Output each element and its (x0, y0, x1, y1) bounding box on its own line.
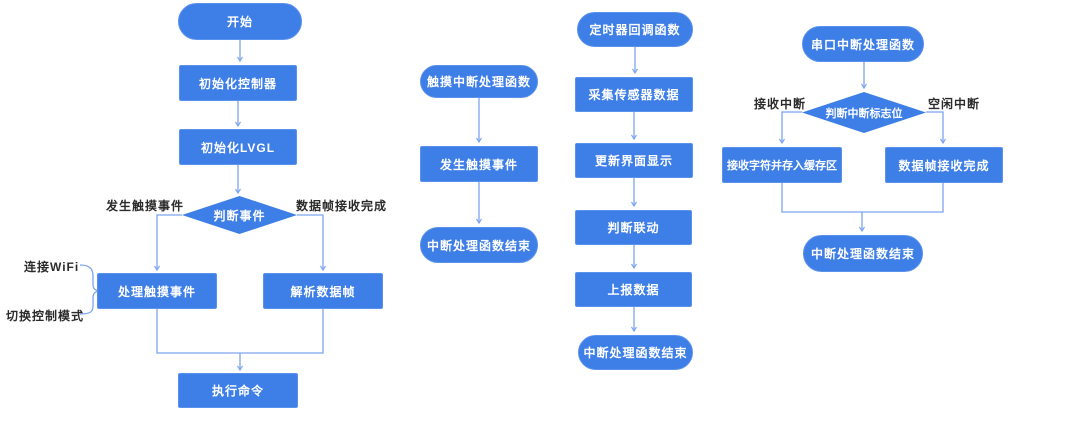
node-recv-char-buffer[interactable]: 接收字符并存入缓存区 (722, 147, 842, 183)
node-touch-isr-title[interactable]: 触摸中断处理函数 (420, 65, 538, 98)
node-init-lvgl[interactable]: 初始化LVGL (179, 129, 297, 165)
label-branch-touch-event: 发生触摸事件 (106, 199, 185, 213)
node-report-data[interactable]: 上报数据 (575, 272, 692, 307)
connector-merge-main (156, 309, 324, 354)
node-timer-title[interactable]: 定时器回调函数 (577, 12, 693, 47)
node-touch-isr-end[interactable]: 中断处理函数结束 (420, 227, 538, 263)
label-connect-wifi: 连接WiFi (24, 260, 80, 274)
node-update-ui[interactable]: 更新界面显示 (575, 143, 693, 178)
node-uart-isr-title[interactable]: 串口中断处理函数 (802, 26, 924, 62)
label-branch-frame-done: 数据帧接收完成 (296, 199, 388, 213)
node-execute-command[interactable]: 执行命令 (178, 373, 298, 408)
node-check-linkage[interactable]: 判断联动 (575, 210, 692, 245)
node-collect-sensor-data[interactable]: 采集传感器数据 (575, 77, 693, 112)
node-parse-frame[interactable]: 解析数据帧 (263, 273, 383, 309)
node-timer-end[interactable]: 中断处理函数结束 (578, 335, 693, 370)
node-start[interactable]: 开始 (178, 3, 302, 40)
node-uart-isr-end[interactable]: 中断处理函数结束 (803, 235, 923, 272)
label-branch-idle-interrupt: 空闲中断 (928, 97, 981, 111)
connector-uart-frame (926, 111, 943, 143)
connector-decide-parse (297, 214, 323, 270)
node-frame-recv-done[interactable]: 数据帧接收完成 (885, 147, 1003, 183)
node-touch-event[interactable]: 发生触摸事件 (420, 146, 538, 182)
label-branch-recv-interrupt: 接收中断 (754, 97, 807, 111)
node-init-controller[interactable]: 初始化控制器 (179, 65, 297, 101)
connector-decide-touch (157, 214, 182, 270)
connector-merge-uart (781, 183, 944, 213)
label-switch-control-mode: 切换控制模式 (6, 309, 85, 323)
connector-uart-recv (782, 111, 802, 143)
node-handle-touch[interactable]: 处理触摸事件 (97, 273, 217, 309)
